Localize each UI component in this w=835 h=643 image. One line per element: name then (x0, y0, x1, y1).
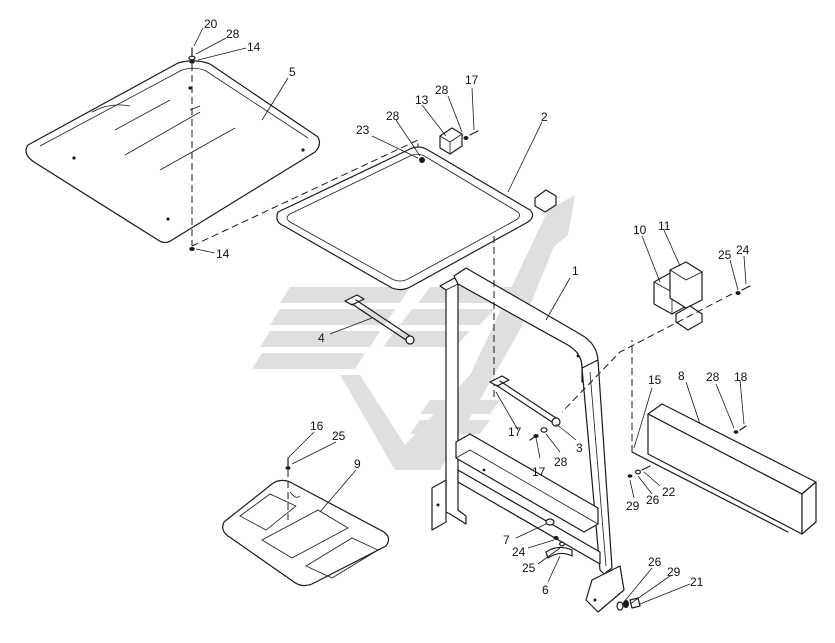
callout-8: 8 (678, 369, 685, 383)
callout-18: 18 (734, 370, 748, 384)
bracket-assembly-10-11 (653, 261, 751, 331)
bracket-13 (439, 127, 479, 155)
callout-17: 17 (532, 465, 546, 479)
callout-28: 28 (554, 455, 568, 469)
roof-bolt-top (188, 47, 196, 64)
callout-14: 14 (216, 247, 230, 261)
roof-window-frame (276, 146, 534, 291)
callout-10: 10 (633, 223, 647, 237)
callout-4: 4 (318, 331, 325, 345)
fastener-7-24-25 (545, 518, 565, 547)
callout-28: 28 (706, 370, 720, 384)
callout-20: 20 (204, 17, 218, 31)
callout-29: 29 (667, 565, 681, 579)
cab-main-frame (431, 267, 625, 613)
callout-14: 14 (247, 40, 261, 54)
callout-labels: 20 28 14 5 14 28 13 28 17 23 2 1 10 11 2… (204, 17, 750, 597)
callout-9: 9 (354, 457, 361, 471)
roof-cover (25, 60, 321, 244)
callout-21: 21 (690, 575, 704, 589)
callout-15: 15 (648, 373, 662, 387)
callout-17: 17 (465, 73, 479, 87)
callout-26: 26 (648, 555, 662, 569)
callout-28: 28 (435, 83, 449, 97)
callout-7: 7 (503, 533, 510, 547)
leader-lines (193, 27, 747, 605)
callout-24: 24 (736, 243, 750, 257)
callout-2: 2 (541, 110, 548, 124)
fastener-21-26-29 (616, 597, 641, 611)
callout-6: 6 (542, 583, 549, 597)
callout-1: 1 (572, 264, 579, 278)
floor-mat-bolt (285, 457, 291, 470)
roof-bottom-washer (189, 247, 195, 251)
callout-17: 17 (508, 425, 522, 439)
callout-26: 26 (646, 493, 660, 507)
clamp-6 (545, 546, 573, 559)
callout-13: 13 (415, 93, 429, 107)
window-side-bracket (534, 189, 557, 213)
floor-mat-9 (222, 479, 390, 587)
fastener-22-26-29 (627, 465, 651, 478)
callout-23: 23 (356, 123, 370, 137)
rod-15 (631, 451, 789, 533)
roof-to-frame-link (191, 139, 419, 247)
callout-28: 28 (226, 27, 240, 41)
box-8 (647, 403, 817, 535)
bolt-17-28-set (529, 427, 548, 441)
callout-28: 28 (386, 109, 400, 123)
callout-25: 25 (332, 429, 346, 443)
callout-16: 16 (310, 419, 324, 433)
callout-5: 5 (289, 65, 296, 79)
callout-3: 3 (576, 441, 583, 455)
callout-24: 24 (512, 545, 526, 559)
strut-3 (489, 375, 561, 427)
callout-22: 22 (662, 485, 676, 499)
callout-29: 29 (626, 499, 640, 513)
callout-25: 25 (522, 561, 536, 575)
strut-4 (344, 294, 415, 345)
callout-25: 25 (718, 248, 732, 262)
bracket-link-line (561, 293, 733, 413)
callout-11: 11 (658, 219, 671, 233)
